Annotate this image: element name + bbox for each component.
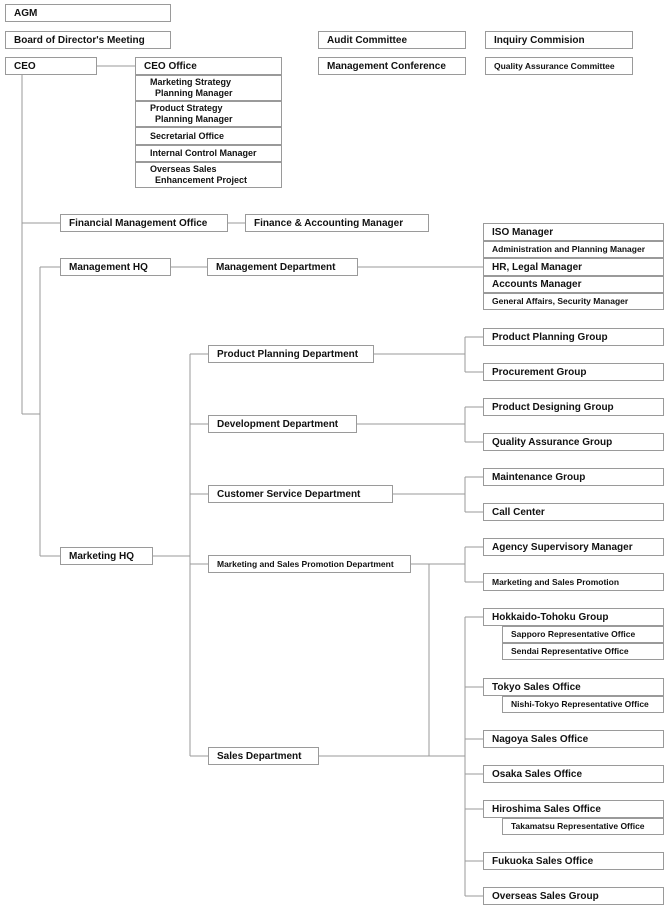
management-hq-label: Management HQ <box>69 261 148 273</box>
development-department-label: Development Department <box>217 418 339 430</box>
customer-service-department-box: Customer Service Department <box>208 485 393 503</box>
tokyo-sales-label: Tokyo Sales Office <box>492 681 581 693</box>
internal-control-label: Internal Control Manager <box>150 148 257 158</box>
sapporo-box: Sapporo Representative Office <box>502 626 664 643</box>
product-designing-group-box: Product Designing Group <box>483 398 664 416</box>
hiroshima-sales-box: Hiroshima Sales Office <box>483 800 664 818</box>
ceo-office-box: CEO Office <box>135 57 282 75</box>
board-label: Board of Director's Meeting <box>14 34 145 46</box>
nagoya-sales-box: Nagoya Sales Office <box>483 730 664 748</box>
product-strategy-box: Product Strategy Planning Manager <box>135 101 282 127</box>
sendai-label: Sendai Representative Office <box>511 646 629 656</box>
general-affairs-label: General Affairs, Security Manager <box>492 296 629 306</box>
quality-assurance-group-box: Quality Assurance Group <box>483 433 664 451</box>
inquiry-commision-label: Inquiry Commision <box>494 34 585 46</box>
ceo-box: CEO <box>5 57 97 75</box>
product-planning-department-label: Product Planning Department <box>217 348 359 360</box>
nishi-tokyo-box: Nishi-Tokyo Representative Office <box>502 696 664 713</box>
audit-committee-label: Audit Committee <box>327 34 407 46</box>
overseas-sales-group-box: Overseas Sales Group <box>483 887 664 905</box>
finance-accounting-label: Finance & Accounting Manager <box>254 217 404 229</box>
secretarial-office-label: Secretarial Office <box>150 130 225 141</box>
agency-supervisory-label: Agency Supervisory Manager <box>492 541 633 553</box>
accounts-manager-label: Accounts Manager <box>492 279 582 290</box>
sapporo-label: Sapporo Representative Office <box>511 629 636 639</box>
call-center-box: Call Center <box>483 503 664 521</box>
customer-service-department-label: Customer Service Department <box>217 488 361 500</box>
management-conference-box: Management Conference <box>318 57 466 75</box>
overseas-enhancement-label: Overseas Sales Enhancement Project <box>150 164 248 185</box>
fukuoka-sales-box: Fukuoka Sales Office <box>483 852 664 870</box>
marketing-strategy-label: Marketing Strategy Planning Manager <box>150 77 233 98</box>
maintenance-group-box: Maintenance Group <box>483 468 664 486</box>
overseas-sales-group-label: Overseas Sales Group <box>492 890 599 902</box>
takamatsu-box: Takamatsu Representative Office <box>502 818 664 835</box>
product-planning-department-box: Product Planning Department <box>208 345 374 363</box>
marketing-sales-promotion-box: Marketing and Sales Promotion <box>483 573 664 591</box>
hokkaido-tohoku-label: Hokkaido-Tohoku Group <box>492 611 609 623</box>
product-planning-group-label: Product Planning Group <box>492 331 608 343</box>
management-conference-label: Management Conference <box>327 60 446 72</box>
iso-manager-label: ISO Manager <box>492 226 554 238</box>
admin-planning-label: Administration and Planning Manager <box>492 244 646 254</box>
quality-assurance-committee-box: Quality Assurance Committee <box>485 57 633 75</box>
ceo-office-label: CEO Office <box>144 60 197 72</box>
marketing-strategy-box: Marketing Strategy Planning Manager <box>135 75 282 101</box>
tokyo-sales-box: Tokyo Sales Office <box>483 678 664 696</box>
call-center-label: Call Center <box>492 506 545 518</box>
audit-committee-box: Audit Committee <box>318 31 466 49</box>
marketing-hq-label: Marketing HQ <box>69 550 135 562</box>
overseas-enhancement-box: Overseas Sales Enhancement Project <box>135 162 282 188</box>
nishi-tokyo-label: Nishi-Tokyo Representative Office <box>511 699 649 709</box>
marketing-sales-promotion-department-box: Marketing and Sales Promotion Department <box>208 555 411 573</box>
iso-manager-box: ISO Manager <box>483 223 664 241</box>
quality-assurance-group-label: Quality Assurance Group <box>492 436 613 448</box>
internal-control-box: Internal Control Manager <box>135 145 282 162</box>
sales-department-box: Sales Department <box>208 747 319 765</box>
admin-planning-box: Administration and Planning Manager <box>483 241 664 258</box>
sales-department-label: Sales Department <box>217 750 302 762</box>
product-strategy-label: Product Strategy Planning Manager <box>150 103 233 124</box>
development-department-box: Development Department <box>208 415 357 433</box>
marketing-sales-promotion-label: Marketing and Sales Promotion <box>492 576 620 587</box>
inquiry-commision-box: Inquiry Commision <box>485 31 633 49</box>
management-department-label: Management Department <box>216 261 336 273</box>
procurement-group-label: Procurement Group <box>492 366 587 378</box>
marketing-sales-promotion-department-label: Marketing and Sales Promotion Department <box>217 558 394 569</box>
product-planning-group-box: Product Planning Group <box>483 328 664 346</box>
sendai-box: Sendai Representative Office <box>502 643 664 660</box>
product-designing-group-label: Product Designing Group <box>492 401 614 413</box>
agency-supervisory-box: Agency Supervisory Manager <box>483 538 664 556</box>
finance-accounting-box: Finance & Accounting Manager <box>245 214 429 232</box>
hr-legal-box: HR, Legal Manager <box>483 258 664 276</box>
board-box: Board of Director's Meeting <box>5 31 171 49</box>
financial-management-label: Financial Management Office <box>69 217 208 229</box>
takamatsu-label: Takamatsu Representative Office <box>511 821 645 831</box>
financial-management-box: Financial Management Office <box>60 214 228 232</box>
maintenance-group-label: Maintenance Group <box>492 471 586 483</box>
nagoya-sales-label: Nagoya Sales Office <box>492 733 589 745</box>
general-affairs-box: General Affairs, Security Manager <box>483 293 664 310</box>
agm-box: AGM <box>5 4 171 22</box>
osaka-sales-label: Osaka Sales Office <box>492 768 583 780</box>
procurement-group-box: Procurement Group <box>483 363 664 381</box>
ceo-label: CEO <box>14 60 36 72</box>
osaka-sales-box: Osaka Sales Office <box>483 765 664 783</box>
agm-label: AGM <box>14 7 38 19</box>
hr-legal-label: HR, Legal Manager <box>492 261 583 273</box>
accounts-manager-box: Accounts Manager <box>483 276 664 293</box>
quality-assurance-committee-label: Quality Assurance Committee <box>494 60 615 71</box>
hokkaido-tohoku-box: Hokkaido-Tohoku Group <box>483 608 664 626</box>
secretarial-office-box: Secretarial Office <box>135 127 282 145</box>
fukuoka-sales-label: Fukuoka Sales Office <box>492 855 594 867</box>
hiroshima-sales-label: Hiroshima Sales Office <box>492 803 601 815</box>
marketing-hq-box: Marketing HQ <box>60 547 153 565</box>
management-department-box: Management Department <box>207 258 358 276</box>
management-hq-box: Management HQ <box>60 258 171 276</box>
